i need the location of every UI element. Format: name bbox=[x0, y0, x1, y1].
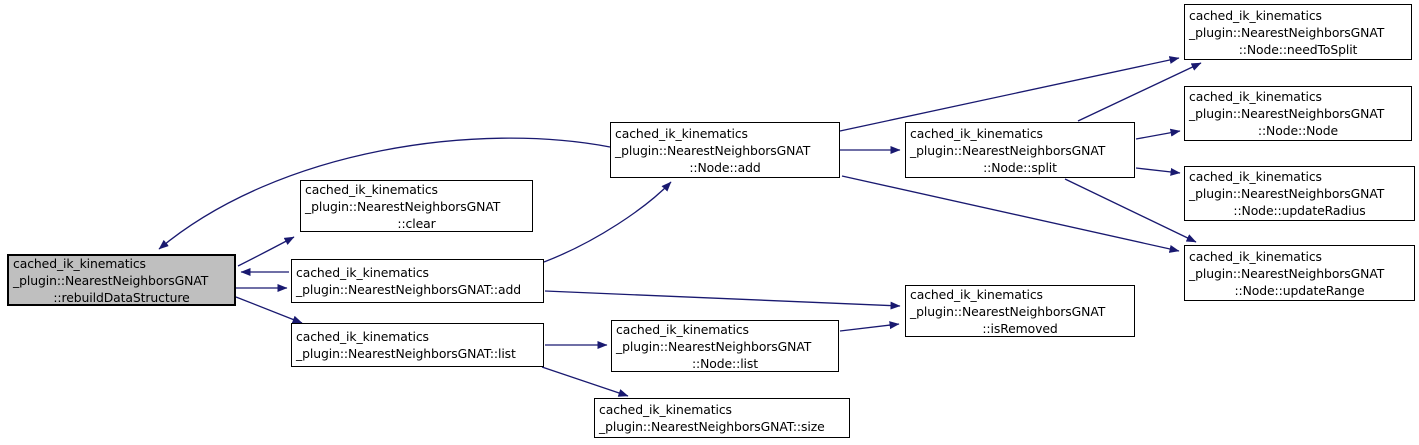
node-label-line: _plugin::NearestNeighborsGNAT bbox=[13, 272, 209, 288]
node-label-line: ::Node::add bbox=[689, 159, 761, 175]
node-label-line: _plugin::NearestNeighborsGNAT bbox=[910, 142, 1106, 158]
node-label-line: ::Node::updateRange bbox=[1234, 282, 1365, 298]
node-label-line: _plugin::NearestNeighborsGNAT bbox=[1189, 24, 1385, 40]
node-label-line: _plugin::NearestNeighborsGNAT bbox=[1189, 265, 1385, 281]
node-label-line: ::clear bbox=[397, 215, 436, 231]
edge-node-split-to-updateradius bbox=[1135, 167, 1181, 176]
node-label-line: ::Node::updateRadius bbox=[1233, 203, 1366, 218]
node-label-line: cached_ik_kinematics bbox=[1189, 7, 1322, 23]
graph-node-isremoved[interactable]: cached_ik_kinematics _plugin::NearestNei… bbox=[905, 285, 1135, 337]
graph-node-updaterange[interactable]: cached_ik_kinematics _plugin::NearestNei… bbox=[1184, 245, 1415, 301]
edge-add-to-isremoved bbox=[544, 290, 901, 310]
node-label-line: _plugin::NearestNeighborsGNAT bbox=[910, 303, 1106, 319]
node-label-line: cached_ik_kinematics bbox=[910, 286, 1043, 302]
node-label-line: cached_ik_kinematics bbox=[1189, 248, 1322, 264]
graph-node-list[interactable]: cached_ik_kinematics _plugin::NearestNei… bbox=[291, 323, 544, 367]
node-label-line: cached_ik_kinematics bbox=[296, 265, 429, 280]
node-label-line: cached_ik_kinematics bbox=[599, 402, 732, 417]
graph-node-node-node[interactable]: cached_ik_kinematics _plugin::NearestNei… bbox=[1184, 86, 1412, 141]
node-label-line: _plugin::NearestNeighborsGNAT::add bbox=[296, 282, 522, 297]
graph-node-node-add[interactable]: cached_ik_kinematics _plugin::NearestNei… bbox=[610, 122, 840, 178]
node-label-line: _plugin::NearestNeighborsGNAT bbox=[616, 338, 812, 354]
edge-node-split-to-needtosplit bbox=[1077, 62, 1202, 122]
edge-rebuilddatastructure-to-clear bbox=[237, 236, 295, 267]
node-label-line: ::Node::list bbox=[691, 355, 759, 371]
node-label-line: _plugin::NearestNeighborsGNAT bbox=[615, 142, 811, 158]
graph-node-add[interactable]: cached_ik_kinematics _plugin::NearestNei… bbox=[291, 259, 544, 303]
node-label-line: cached_ik_kinematics bbox=[305, 181, 438, 197]
node-label-line: cached_ik_kinematics bbox=[13, 255, 146, 271]
graph-node-size[interactable]: cached_ik_kinematics _plugin::NearestNei… bbox=[594, 398, 850, 438]
node-label-line: ::rebuildDataStructure bbox=[53, 289, 190, 305]
node-label-line: _plugin::NearestNeighborsGNAT::list bbox=[296, 346, 516, 361]
node-label-line: ::isRemoved bbox=[982, 320, 1058, 336]
edge-node-split-to-updaterange bbox=[1064, 178, 1197, 243]
graph-node-node-list[interactable]: cached_ik_kinematics _plugin::NearestNei… bbox=[611, 320, 839, 372]
edge-node-split-to-node-node bbox=[1135, 128, 1181, 140]
graph-node-clear[interactable]: cached_ik_kinematics _plugin::NearestNei… bbox=[300, 180, 533, 232]
node-label-line: ::Node::needToSplit bbox=[1238, 41, 1358, 57]
node-label-line: _plugin::NearestNeighborsGNAT bbox=[305, 198, 501, 214]
graph-node-rebuilddatastructure: cached_ik_kinematics _plugin::NearestNei… bbox=[7, 254, 236, 306]
node-label-line: cached_ik_kinematics bbox=[1189, 89, 1322, 104]
graph-node-updateradius[interactable]: cached_ik_kinematics _plugin::NearestNei… bbox=[1184, 166, 1415, 221]
node-label-line: cached_ik_kinematics bbox=[296, 329, 429, 344]
node-label-line: _plugin::NearestNeighborsGNAT bbox=[1189, 186, 1385, 201]
node-label-line: ::Node::split bbox=[983, 159, 1057, 175]
edge-add-to-node-add bbox=[543, 181, 672, 263]
node-label-line: cached_ik_kinematics bbox=[616, 321, 749, 337]
node-label-line: _plugin::NearestNeighborsGNAT bbox=[1189, 106, 1385, 121]
edge-node-add-to-needtosplit bbox=[839, 56, 1180, 132]
node-label-line: ::Node::Node bbox=[1257, 123, 1339, 138]
edge-node-list-to-isremoved bbox=[839, 321, 900, 332]
edge-node-add-to-updaterange bbox=[841, 175, 1180, 253]
node-label-line: cached_ik_kinematics bbox=[910, 125, 1043, 141]
graph-node-node-split[interactable]: cached_ik_kinematics _plugin::NearestNei… bbox=[905, 122, 1135, 178]
node-label-line: cached_ik_kinematics bbox=[615, 125, 748, 141]
node-label-line: _plugin::NearestNeighborsGNAT::size bbox=[599, 419, 825, 434]
node-label-line: cached_ik_kinematics bbox=[1189, 169, 1322, 184]
graph-node-needtosplit[interactable]: cached_ik_kinematics _plugin::NearestNei… bbox=[1184, 4, 1412, 60]
